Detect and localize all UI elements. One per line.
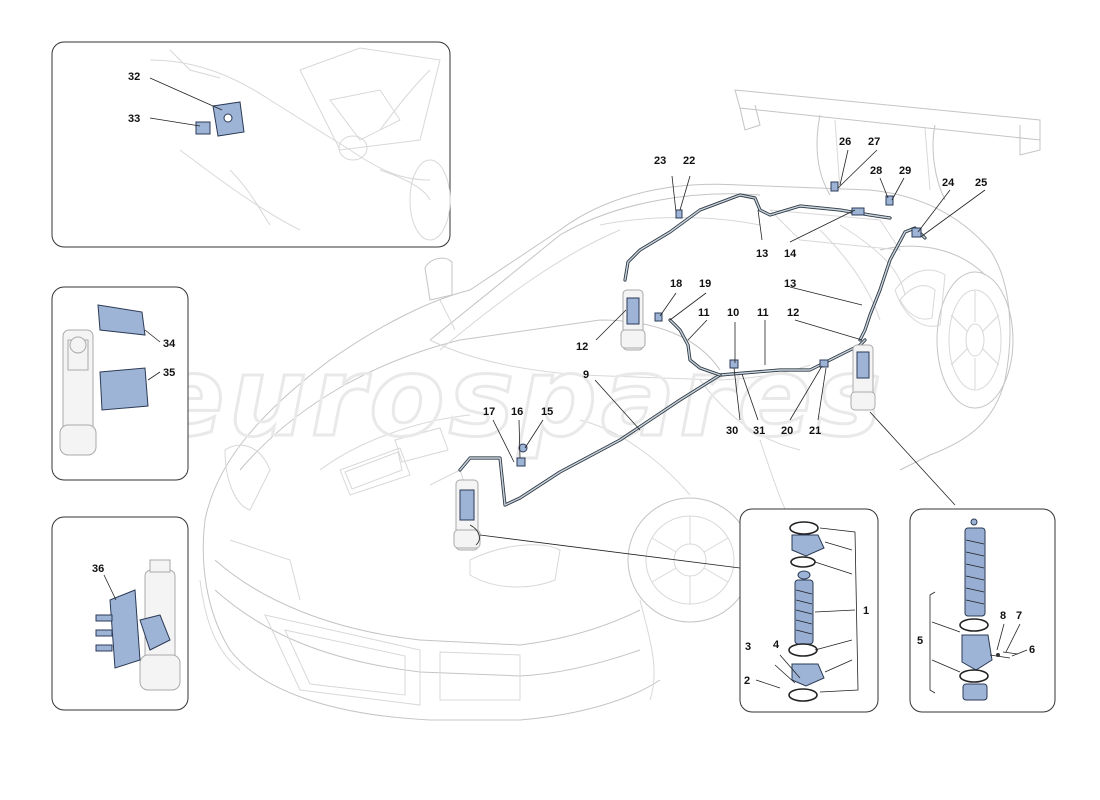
callout-34: 34: [163, 338, 176, 350]
callout-23: 23: [654, 155, 666, 167]
callout-35: 35: [163, 367, 175, 379]
bracket-35: [99, 367, 149, 411]
car-body-outline: [199, 89, 1041, 721]
fitting-29: [885, 195, 894, 206]
callout-4: 4: [773, 639, 780, 651]
fitting-16: [516, 457, 526, 467]
callout-19: 19: [699, 278, 711, 290]
inset-rear-damper-exploded: 5 6 7 8: [909, 508, 1056, 713]
callout-6: 6: [1029, 644, 1035, 656]
watermark-text: eurospares: [150, 333, 886, 461]
inset-front-damper-exploded: 1 2 3 4: [739, 508, 879, 713]
callout-13-upper: 13: [756, 248, 768, 260]
callout-15: 15: [541, 406, 553, 418]
front-left-damper: [453, 479, 481, 551]
main-callouts: 23 22 13 14 26 27 28 29 24 25 13 12 18 1…: [483, 136, 987, 437]
callout-36: 36: [92, 563, 104, 575]
callout-3: 3: [745, 641, 751, 653]
callout-9: 9: [583, 369, 589, 381]
inset-rear-bracket: 32 33: [51, 41, 451, 248]
fitting-27: [830, 181, 839, 192]
callout-1: 1: [863, 605, 869, 617]
fitting-21: [819, 359, 829, 368]
callout-11-right: 11: [757, 307, 769, 319]
callout-33: 33: [128, 113, 140, 125]
fitting-24: [911, 227, 922, 238]
callout-32: 32: [128, 71, 140, 83]
callout-12-left: 12: [576, 341, 588, 353]
callout-21: 21: [809, 425, 821, 437]
inset-damper-brackets: 34 35: [51, 286, 189, 481]
callout-17: 17: [483, 406, 495, 418]
callout-28: 28: [870, 165, 882, 177]
callout-18: 18: [670, 278, 682, 290]
callout-24: 24: [942, 177, 955, 189]
callout-10: 10: [727, 307, 739, 319]
bracket-36: [109, 589, 141, 669]
callout-31: 31: [753, 425, 765, 437]
callout-16: 16: [511, 406, 523, 418]
spring-rear: [964, 527, 986, 617]
callout-5: 5: [917, 635, 923, 647]
zoom-leader-front: [479, 534, 741, 569]
fitting-33: [195, 121, 211, 135]
front-right-damper: [620, 289, 646, 351]
watermark: eurospares: [149, 332, 886, 463]
callout-7: 7: [1016, 610, 1022, 622]
inset-damper-mount: 36: [51, 516, 189, 711]
callout-20: 20: [781, 425, 793, 437]
rear-damper: [850, 344, 876, 411]
callout-8: 8: [1000, 610, 1006, 622]
callout-2: 2: [744, 675, 750, 687]
callout-11-left: 11: [698, 307, 710, 319]
fitting-10: [729, 359, 739, 369]
callout-22: 22: [683, 155, 695, 167]
bracket-34: [97, 304, 146, 336]
callout-14: 14: [784, 248, 797, 260]
callout-30: 30: [726, 425, 738, 437]
callout-26: 26: [839, 136, 851, 148]
callout-27: 27: [868, 136, 880, 148]
callout-25: 25: [975, 177, 987, 189]
fitting-18: [654, 312, 663, 322]
callout-13-lower: 13: [784, 278, 796, 290]
fitting-22: [675, 209, 683, 219]
fitting-14: [851, 207, 865, 216]
callout-12-right: 12: [787, 307, 799, 319]
fitting-15: [518, 443, 528, 453]
zoom-leader-rear: [869, 411, 956, 506]
hose-network: [458, 181, 927, 507]
callout-29: 29: [899, 165, 911, 177]
main-leaders: [492, 149, 986, 463]
